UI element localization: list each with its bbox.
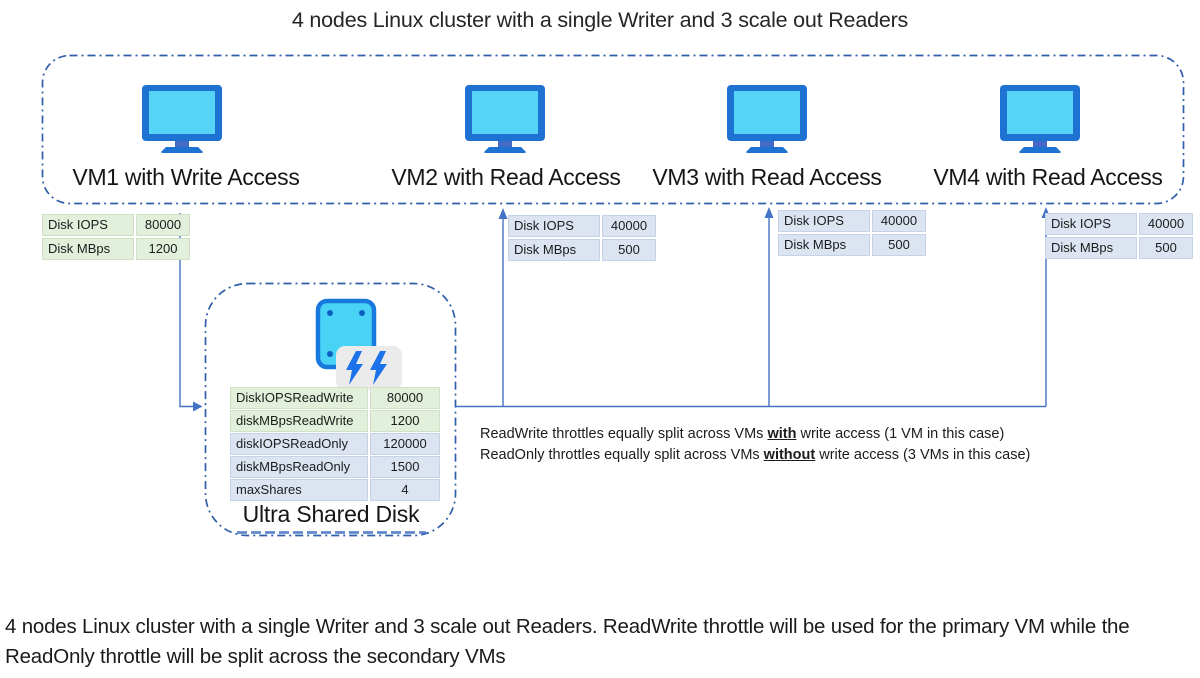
metric-value: 500 (1139, 237, 1193, 259)
annotation-text: ReadWrite throttles equally split across… (480, 426, 768, 442)
monitor-icon (1000, 85, 1080, 153)
diagram-title: 4 nodes Linux cluster with a single Writ… (291, 8, 909, 32)
vm1-monitor (142, 85, 222, 158)
disk-property-key: DiskIOPSReadWrite (230, 387, 368, 409)
table-row: Disk IOPS 80000 (42, 214, 190, 236)
throttle-annotation: ReadWrite throttles equally split across… (480, 424, 1030, 465)
vm2-monitor (465, 85, 545, 158)
vm1-metrics-table: Disk IOPS 80000 Disk MBps 1200 (42, 214, 190, 262)
annotation-text: ReadOnly throttles equally split across … (480, 446, 764, 463)
annotation-emphasis: without (763, 446, 816, 463)
metric-label: Disk MBps (508, 239, 600, 261)
disk-property-key: maxShares (230, 479, 368, 501)
annotation-text: write access (1 VM in this case) (796, 426, 1005, 442)
table-row: DiskIOPSReadWrite 80000 (230, 387, 440, 409)
lightning-bolt-icon (346, 351, 387, 385)
vm2-label: VM2 with Read Access (391, 164, 621, 190)
disk-property-key: diskIOPSReadOnly (230, 433, 368, 455)
disk-property-value: 80000 (370, 387, 440, 409)
disk-property-key: diskMBpsReadWrite (230, 410, 368, 432)
metric-value: 500 (602, 239, 656, 261)
disk-property-value: 120000 (370, 433, 440, 455)
annotation-text: write access (3 VMs in this case) (815, 446, 1031, 463)
vm1-label: VM1 with Write Access (72, 164, 300, 190)
monitor-icon (465, 85, 545, 153)
shared-disk (304, 293, 406, 398)
disk-property-value: 4 (370, 479, 440, 501)
disk-properties-table: DiskIOPSReadWrite 80000 diskMBpsReadWrit… (230, 387, 440, 502)
vm4-metrics-table: Disk IOPS 40000 Disk MBps 500 (1045, 213, 1193, 261)
table-row: Disk MBps 1200 (42, 238, 190, 260)
metric-value: 1200 (136, 238, 190, 260)
vm2-arrowhead (498, 208, 508, 219)
metric-value: 40000 (602, 215, 656, 237)
metric-label: Disk IOPS (508, 215, 600, 237)
vm4-label: VM4 with Read Access (933, 164, 1163, 190)
disk-property-value: 1200 (370, 410, 440, 432)
annotation-line-readonly: ReadOnly throttles equally split across … (480, 445, 1030, 466)
metric-label: Disk IOPS (778, 210, 870, 232)
vm3-metrics-table: Disk IOPS 40000 Disk MBps 500 (778, 210, 926, 258)
vm4-monitor (1000, 85, 1080, 158)
disk-label: Ultra Shared Disk (242, 501, 420, 527)
vm3-arrowhead (764, 207, 774, 218)
disk-property-value: 1500 (370, 456, 440, 478)
monitor-icon (727, 85, 807, 153)
table-row: diskMBpsReadOnly 1500 (230, 456, 440, 478)
table-row: maxShares 4 (230, 479, 440, 501)
metric-label: Disk IOPS (1045, 213, 1137, 235)
metric-value: 80000 (136, 214, 190, 236)
footer-caption: 4 nodes Linux cluster with a single Writ… (5, 615, 1130, 668)
metric-label: Disk IOPS (42, 214, 134, 236)
table-row: Disk IOPS 40000 (508, 215, 656, 237)
table-row: diskMBpsReadWrite 1200 (230, 410, 440, 432)
table-row: Disk MBps 500 (1045, 237, 1193, 259)
table-row: Disk MBps 500 (778, 234, 926, 256)
vm1-arrowhead (193, 401, 203, 412)
table-row: diskIOPSReadOnly 120000 (230, 433, 440, 455)
annotation-emphasis: with (767, 426, 797, 442)
metric-value: 40000 (872, 210, 926, 232)
vm3-label: VM3 with Read Access (652, 164, 882, 190)
shared-disk-icon (315, 298, 402, 390)
table-row: Disk IOPS 40000 (778, 210, 926, 232)
metric-label: Disk MBps (1045, 237, 1137, 259)
table-row: Disk IOPS 40000 (1045, 213, 1193, 235)
vm2-metrics-table: Disk IOPS 40000 Disk MBps 500 (508, 215, 656, 263)
disk-property-key: diskMBpsReadOnly (230, 456, 368, 478)
metric-label: Disk MBps (778, 234, 870, 256)
annotation-line-readwrite: ReadWrite throttles equally split across… (480, 424, 1030, 445)
metric-label: Disk MBps (42, 238, 134, 260)
table-row: Disk MBps 500 (508, 239, 656, 261)
vm3-monitor (727, 85, 807, 158)
metric-value: 500 (872, 234, 926, 256)
monitor-icon (142, 85, 222, 153)
metric-value: 40000 (1139, 213, 1193, 235)
